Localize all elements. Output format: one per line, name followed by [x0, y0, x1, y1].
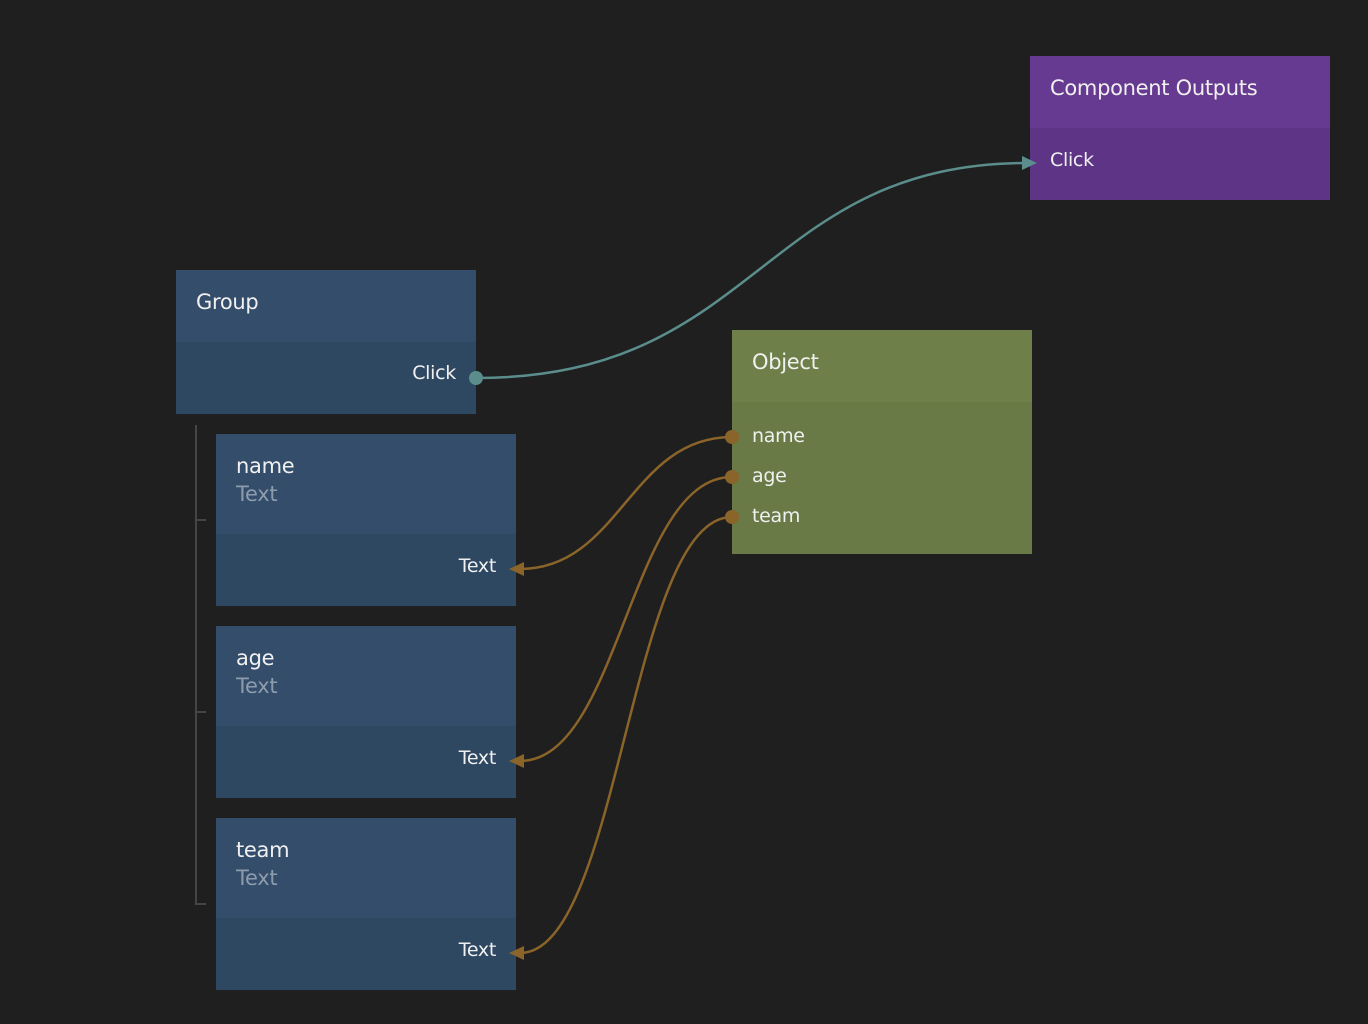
text-node-team[interactable]: team Text Text	[216, 818, 516, 990]
hierarchy-line	[195, 425, 197, 905]
input-port-text[interactable]: Text	[458, 747, 497, 769]
input-port-click[interactable]: Click	[1050, 149, 1094, 171]
node-title: age	[236, 646, 275, 670]
node-type: Text	[236, 866, 278, 890]
output-port-age[interactable]: age	[752, 465, 787, 487]
node-type: Text	[236, 482, 278, 506]
text-node-name[interactable]: name Text Text	[216, 434, 516, 606]
component-outputs-node[interactable]: Component Outputs Click	[1030, 56, 1330, 200]
data-wire-team[interactable]	[519, 515, 733, 955]
node-type: Text	[236, 674, 278, 698]
output-port-team[interactable]: team	[752, 505, 801, 527]
text-node-age[interactable]: age Text Text	[216, 626, 516, 798]
data-wire-name[interactable]	[519, 435, 733, 571]
group-node[interactable]: Group Click	[176, 270, 476, 414]
input-port-text[interactable]: Text	[458, 939, 497, 961]
hierarchy-tick	[195, 903, 206, 905]
input-port-text[interactable]: Text	[458, 555, 497, 577]
node-title: name	[236, 454, 295, 478]
object-node[interactable]: Object name age team	[732, 330, 1032, 554]
node-title: Component Outputs	[1030, 56, 1330, 128]
node-title: Group	[176, 270, 476, 342]
data-wire-age[interactable]	[519, 475, 733, 763]
output-port-click[interactable]: Click	[412, 362, 456, 384]
output-port-name[interactable]: name	[752, 425, 805, 447]
hierarchy-tick	[195, 519, 206, 521]
hierarchy-tick	[195, 711, 206, 713]
node-title: team	[236, 838, 290, 862]
node-title: Object	[732, 330, 1032, 402]
